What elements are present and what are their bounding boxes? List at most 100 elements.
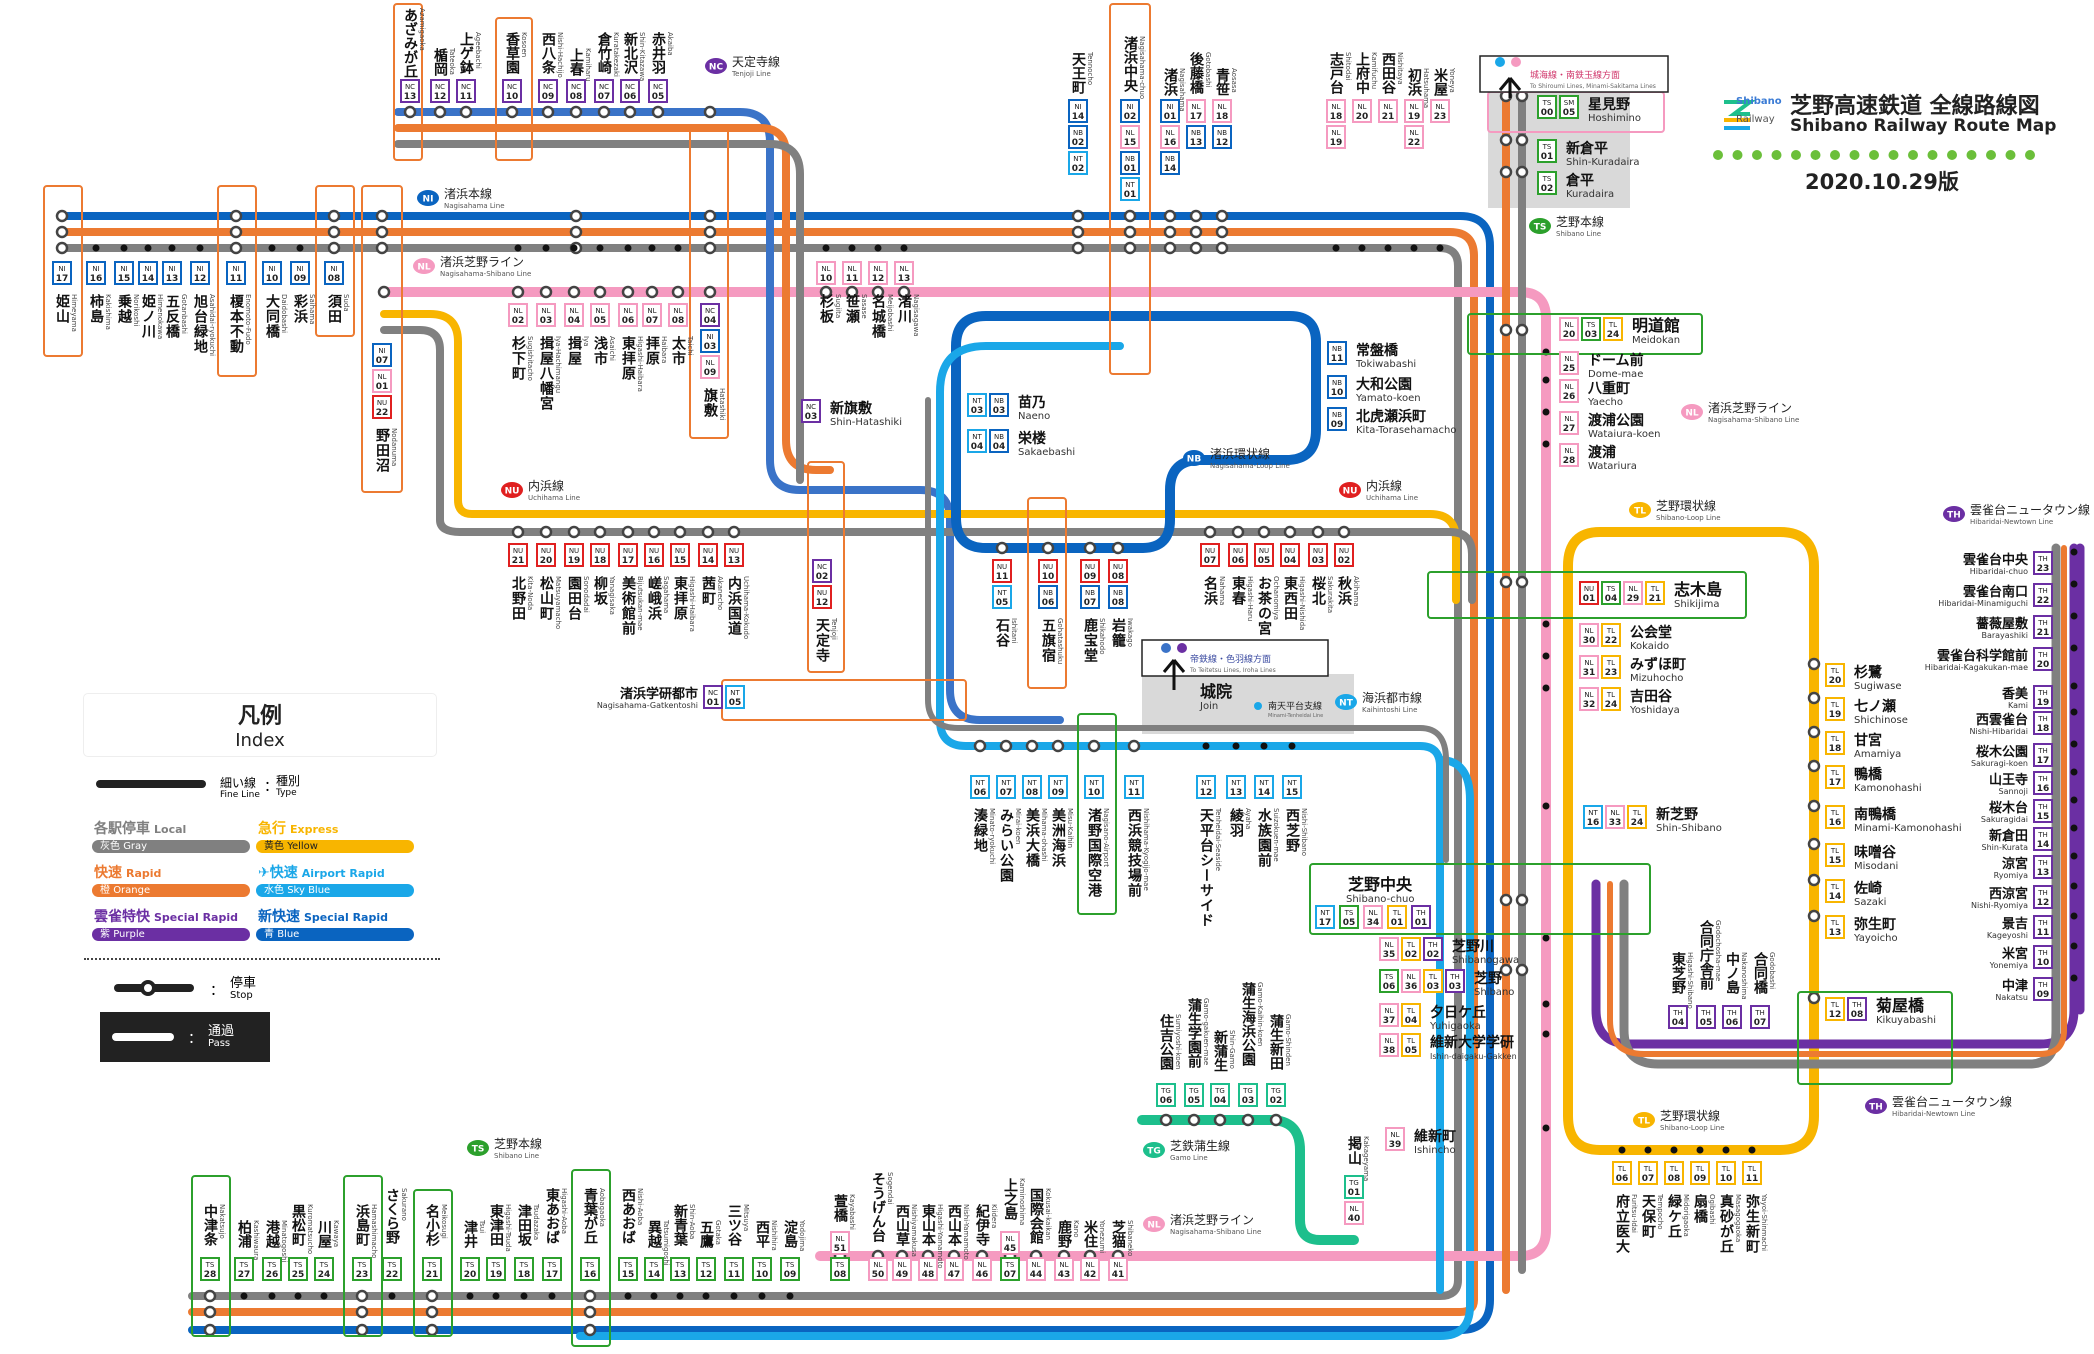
station-enomoto-fudo[interactable]: NI11榎本不動Enomoto-Fudo xyxy=(226,261,252,354)
station-tsui[interactable]: 津井TsuiTS20 xyxy=(460,1219,486,1281)
station-higashi-haibara[interactable]: NL06東拝原Higashi-Haibara xyxy=(618,303,644,392)
station-shikijima[interactable]: NU01TS04NL29TL21志木島Shikijima xyxy=(1579,580,1722,610)
station-sumiyoshi-koen[interactable]: 住吉公園Sumiyoshi-koenTG06 xyxy=(1156,1013,1182,1107)
station-higashi-haru[interactable]: NU06東春Higashi-Haru xyxy=(1228,543,1254,621)
station-nagisahama[interactable]: 渚浜NagisahamaNI01NL16NB14 xyxy=(1160,67,1186,175)
station-minatogoshi[interactable]: 港越MinatogoshiTS26 xyxy=(262,1219,288,1281)
station-sugiwase[interactable]: TL20杉鷺Sugiwase xyxy=(1825,663,1901,692)
station-nishihama-kyogijo-mae[interactable]: NT11西浜競技場前Nishihama-Kyogijo-mae xyxy=(1124,775,1150,898)
station-nishi-shibano[interactable]: NT15西芝野Nishi-Shibano xyxy=(1282,775,1308,856)
station-kakishima[interactable]: NI16柿島Kakishima xyxy=(86,261,112,330)
station-nagisahama-gatkentoshi[interactable]: NC01NT05渚浜学研都市Nagisahama-Gatkentoshi xyxy=(597,685,745,710)
station-shikahodo[interactable]: NU09NB07鹿宝堂Shikahodo xyxy=(1080,559,1106,663)
station-asaichi[interactable]: NL05浅市Asaichi xyxy=(590,303,616,366)
station-bijutsukan-mae[interactable]: NU17美術館前Bijutsukan-mae xyxy=(618,543,644,636)
station-sazaki[interactable]: TL14佐崎Sazaki xyxy=(1825,879,1886,908)
station-higashi-yamamoto[interactable]: 東山本Higashi-YamamotoNL48 xyxy=(918,1203,944,1281)
station-nagisahama-chuo[interactable]: 渚浜中央Nagisahama-chuoNI02NL15NB01NT01 xyxy=(1120,35,1146,201)
station-join[interactable]: 城院Join xyxy=(1199,682,1232,712)
station-tenheidai-seaside[interactable]: NT12天平台シーサイドTenheidai-Seaside xyxy=(1196,775,1222,928)
station-kawaya[interactable]: 川屋KawayaTS24 xyxy=(314,1220,340,1281)
station-tokiwabashi[interactable]: NB11常盤橋Tokiwabashi xyxy=(1327,341,1416,370)
station-kami[interactable]: TH19香美Kami xyxy=(2001,685,2053,710)
station-ryomiya[interactable]: TH13涼宮Ryomiya xyxy=(1994,855,2053,880)
station-sakurakita[interactable]: NU03桜北Sakurakita xyxy=(1308,543,1334,613)
station-aobagaoka[interactable]: 青葉が丘AobagaokaTS16 xyxy=(580,1187,606,1281)
station-uchihama-kokudo[interactable]: NU13内浜国道Uchihama-Kokudo xyxy=(724,543,750,639)
station-tatsumigoshi[interactable]: 異越TatsumigoshiTS14 xyxy=(644,1219,670,1281)
station-yanagisaka[interactable]: NU18柳坂Yanagisaka xyxy=(590,543,616,615)
station-ishincho[interactable]: NL39維新町Ishincho xyxy=(1385,1127,1456,1156)
station-sugishitacho[interactable]: NL02杉下町Sugishitacho xyxy=(508,303,534,381)
station-ishin-daigaku-gakken[interactable]: NL38TL05維新大学学研Ishin-daigaku-Gakken xyxy=(1379,1033,1517,1061)
station-kuratakezaki[interactable]: 倉竹崎KuratakezakiNC07 xyxy=(594,31,620,103)
station-shin-aoba[interactable]: 新青葉Shin-AobaTS13 xyxy=(670,1203,696,1281)
station-minato-ryokuchi[interactable]: NT06湊緑地Minato-ryokuchi xyxy=(970,775,996,864)
station-kuromatsucho[interactable]: 黒松町KuromatsuchoTS25 xyxy=(288,1204,314,1281)
station-yonemiya[interactable]: TH10米宮Yonemiya xyxy=(1989,945,2053,970)
station-dome-mae[interactable]: NL25ドーム前Dome-mae xyxy=(1559,351,1644,380)
station-meijobashi[interactable]: NL12名城橋Meijobashi xyxy=(868,261,894,339)
station-barayashiki[interactable]: TH21薔薇屋敷Barayashiki xyxy=(1976,615,2053,640)
station-amamiya[interactable]: TL18甘宮Amamiya xyxy=(1825,731,1901,760)
station-yamato-koen[interactable]: NB10大和公園Yamato-koen xyxy=(1327,375,1421,404)
station-furitsu-idai[interactable]: TL06府立医大Furitsu-Idai xyxy=(1612,1161,1638,1254)
station-mitsuya[interactable]: 三ツ谷MitsuyaTS11 xyxy=(724,1204,750,1281)
station-nishitaya[interactable]: 西田谷NishitayaNL21 xyxy=(1378,52,1404,123)
station-naeno[interactable]: NT03NB03苗乃Naeno xyxy=(967,393,1050,422)
station-kuradaira[interactable]: TS02倉平Kuradaira xyxy=(1537,171,1614,200)
station-nagisano-airport[interactable]: NT10渚野国際空港Nagisano-Airport xyxy=(1084,775,1110,898)
station-minami-kamonohashi[interactable]: TL16南鴨橋Minami-Kamonohashi xyxy=(1825,805,1962,834)
station-shin-shibano[interactable]: NT16NL33TL24新芝野Shin-Shibano xyxy=(1583,805,1722,834)
station-sagahama[interactable]: NU16嵯峨浜Sagahama xyxy=(644,543,670,621)
station-shibaneko[interactable]: 芝猫ShibanekoNL41 xyxy=(1108,1219,1134,1281)
station-kakageyama[interactable]: TG01NL40掲山Kakageyama xyxy=(1344,1136,1370,1225)
station-ochanomiya[interactable]: NU05お茶の宮Ochanomiya xyxy=(1254,543,1280,636)
station-sakuragidai[interactable]: TH15桜木台Sakuragidai xyxy=(1981,799,2053,824)
station-kita-torasehamacho[interactable]: NB09北虎瀬浜町Kita-Torasehamacho xyxy=(1327,407,1457,436)
station-nishiyamakusa[interactable]: 西山草NishiyamakusaNL49 xyxy=(892,1204,918,1281)
station-himeyama[interactable]: NI17姫山Himeyama xyxy=(52,261,78,332)
station-haibara[interactable]: NL07拝原Haibara xyxy=(642,303,668,366)
station-yodojima[interactable]: 淀島YodojimaTS09 xyxy=(780,1219,806,1281)
station-sakurano[interactable]: さくら野SakuranoTS22 xyxy=(382,1188,408,1281)
station-higashi-tsuda[interactable]: 東津田Higashi-TsudaTS19 xyxy=(486,1203,512,1281)
station-matsuyamacho[interactable]: NU20松山町Matsuyamacho xyxy=(536,543,562,629)
station-yayoi-shinmachi[interactable]: TL11弥生新町Yayoi-Shinmachi xyxy=(1742,1161,1768,1254)
station-nagisagawa[interactable]: NL13渚川Nagisagawa xyxy=(894,261,920,337)
station-misodani[interactable]: TL15味噌谷Misodani xyxy=(1825,843,1898,872)
station-shin-kitazawa[interactable]: 新北沢Shin-KitazawaNC06 xyxy=(620,31,646,103)
station-sakaebashi[interactable]: NT04NB04栄楼Sakaebashi xyxy=(967,429,1075,458)
station-kiidera[interactable]: 紀伊寺KiideraNL46 xyxy=(972,1203,998,1281)
station-shin-kuradaira[interactable]: TS01新倉平Shin-Kuradaira xyxy=(1537,139,1640,168)
station-meidokan[interactable]: NL20TS03TL24明道館Meidokan xyxy=(1559,316,1680,346)
station-akaiba[interactable]: 赤井羽AkaibaNC05 xyxy=(648,32,674,103)
station-kita-noda[interactable]: NU21北野田Kita-Noda xyxy=(508,543,534,621)
station-nishi-hachijo[interactable]: 西八条Nishi-HachijoNC09 xyxy=(538,32,564,103)
station-nishi-ryomiya[interactable]: TH12西涼宮Nishi-Ryomiya xyxy=(1971,885,2053,910)
station-kamiharu[interactable]: 上春KamiharuNC08 xyxy=(566,48,592,103)
station-norikoshi[interactable]: NI15乗越Norikoshi xyxy=(114,261,140,327)
station-gotanbashi[interactable]: NI13五反橋Gotanbashi xyxy=(162,261,188,339)
station-kashiwaura[interactable]: 柏浦KashiwauraTS27 xyxy=(234,1219,260,1281)
station-kamonohashi[interactable]: TL17鴨橋Kamonohashi xyxy=(1825,765,1922,794)
station-asahidai-ryokuchi[interactable]: NI12旭台緑地Asahidai-ryokuchi xyxy=(190,261,216,356)
station-nishihira[interactable]: 西平NishihiraTS10 xyxy=(752,1220,778,1281)
station-yaecho[interactable]: NL26八重町Yaecho xyxy=(1559,379,1630,408)
station-higashi-shibano[interactable]: 東芝野Higashi-ShibanoTH04 xyxy=(1668,951,1694,1029)
station-tempocho[interactable]: TL07天保町Tempocho xyxy=(1638,1161,1664,1239)
station-meikosugi[interactable]: 名小杉MeikosugiTS21 xyxy=(422,1203,448,1281)
station-himenokawa[interactable]: NI14姫ノ川Himenokawa xyxy=(138,261,164,339)
station-tenjoji[interactable]: NC02NU12天定寺Tenjoji xyxy=(812,559,838,663)
station-suizokuen-mae[interactable]: NT14水族園前Suizokuen-mae xyxy=(1254,775,1280,868)
station-nakatsujo[interactable]: 中津条NakatsujoTS28 xyxy=(200,1203,226,1281)
station-sonodadai[interactable]: NU19園田台Sonodadai xyxy=(564,543,590,621)
station-kayabashi[interactable]: 萱橋KayabashiNL51TS08 xyxy=(830,1193,856,1281)
station-shin-kurata[interactable]: TH14新倉田Shin-Kurata xyxy=(1982,827,2053,852)
station-hatsuhama[interactable]: 初浜HatsuhamaNL19NL22 xyxy=(1404,67,1430,149)
station-wataiura-koen[interactable]: NL27渡浦公園Wataiura-koen xyxy=(1559,411,1660,440)
station-sogendai[interactable]: そうげん台SogendaiNL50 xyxy=(868,1172,894,1281)
station-shibano-chuo[interactable]: 芝野中央Shibano-chuoNT17TS05NL34TL01TH01 xyxy=(1315,875,1431,929)
station-akanecho[interactable]: NU14茜町Akanecho xyxy=(698,543,724,610)
station-hibaridai-minamiguchi[interactable]: TH22雲雀台南口Hibaridai-Minamiguchi xyxy=(1938,583,2053,608)
